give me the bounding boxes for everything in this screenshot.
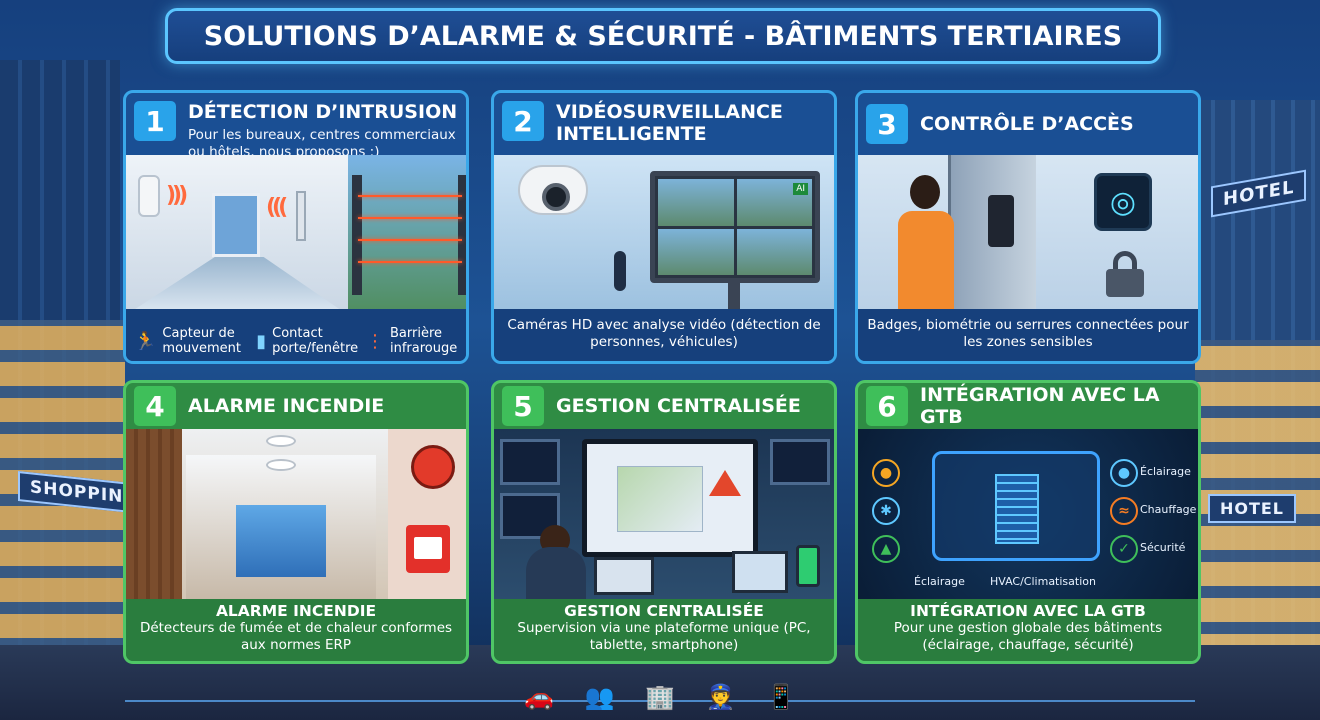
card-fire-alarm: 4 ALARME INCENDIE ALARME INCENDIE Détect… (123, 380, 469, 664)
fire-illustration (126, 429, 466, 599)
snowflake-icon: ✱ (872, 497, 900, 525)
caption-text: Supervision via une plateforme unique (P… (517, 620, 811, 653)
card-video-surveillance: 2 VIDÉOSURVEILLANCE INTELLIGENTE AI Camé… (491, 90, 837, 364)
fingerprint-icon: ◎ (1094, 173, 1152, 231)
person-with-badge (894, 175, 960, 315)
hotel-sign-bottom: HOTEL (1207, 494, 1296, 523)
motion-icon: 🏃 (134, 330, 157, 352)
card-header: 3 CONTRÔLE D’ACCÈS (858, 93, 1198, 155)
ai-badge: AI (793, 183, 808, 195)
signal-waves-icon: ))) (166, 183, 188, 208)
control-room-illustration (494, 429, 834, 599)
card-number: 1 (134, 101, 176, 141)
card-title: ALARME INCENDIE (188, 395, 385, 417)
people-icon: 👥 (584, 683, 615, 711)
sensor-motion: 🏃 Capteur de mouvement (134, 326, 241, 356)
card-header: 4 ALARME INCENDIE (126, 383, 466, 429)
divider-line (125, 700, 1195, 702)
bms-illustration: ● ✱ ▲ ● Éclairage ≈ Chauffage ✓ Sécurité… (858, 429, 1198, 599)
card-number: 3 (866, 104, 908, 144)
bms-dashboard (932, 451, 1100, 561)
lighting-icon: ● (1110, 459, 1138, 487)
car-icon: 🚗 (524, 683, 554, 711)
card-header: 1 DÉTECTION D’INTRUSION Pour les bureaux… (126, 93, 466, 160)
card-bms-integration: 6 INTÉGRATION AVEC LA GTB ● ✱ ▲ ● Éclair… (855, 380, 1201, 664)
card-caption: GESTION CENTRALISÉE Supervision via une … (494, 599, 834, 661)
lightbulb-icon: ● (872, 459, 900, 487)
motion-sensor-icon (138, 175, 160, 217)
alarm-bell-icon (411, 445, 455, 489)
label-hvac: HVAC/Climatisation (990, 575, 1096, 588)
label-heating: Chauffage (1140, 503, 1197, 516)
shield-icon: ✓ (1110, 535, 1138, 563)
door-contact-icon (296, 191, 306, 241)
label-lighting: Éclairage (1140, 465, 1191, 478)
intrusion-illustration: ))) ((( (126, 155, 466, 315)
card-header: 2 VIDÉOSURVEILLANCE INTELLIGENTE (494, 93, 834, 155)
card-title: CONTRÔLE D’ACCÈS (920, 113, 1134, 135)
label-bottom-lighting: Éclairage (914, 575, 965, 588)
building-icon: 🏢 (645, 683, 675, 711)
card-number: 2 (502, 101, 544, 141)
card-caption: INTÉGRATION AVEC LA GTB Pour une gestion… (858, 599, 1198, 661)
devices-icon: 📱 (766, 683, 796, 711)
card-title: DÉTECTION D’INTRUSION (188, 101, 458, 123)
contact-icon: ▮ (256, 330, 267, 352)
sensor-contact: ▮ Contact porte/fenêtre (256, 326, 359, 356)
card-number: 6 (866, 386, 908, 426)
card-header: 6 INTÉGRATION AVEC LA GTB (858, 383, 1198, 429)
sensor-legend: 🏃 Capteur de mouvement ▮ Contact porte/f… (126, 309, 466, 361)
fire-call-point-icon (406, 525, 450, 573)
heat-detector-icon (266, 459, 296, 471)
card-title: GESTION CENTRALISÉE (556, 395, 801, 417)
card-caption: ALARME INCENDIE Détecteurs de fumée et d… (126, 599, 466, 661)
card-caption: Caméras HD avec analyse vidéo (détection… (494, 309, 834, 361)
warning-icon (709, 470, 741, 496)
card-title: INTÉGRATION AVEC LA GTB (920, 384, 1160, 428)
card-central-management: 5 GESTION CENTRALISÉE GESTION CENTRALISÉ… (491, 380, 837, 664)
supervision-screen (582, 439, 758, 557)
building-node-icon: ▲ (872, 535, 900, 563)
building-icon (995, 474, 1039, 544)
caption-title: ALARME INCENDIE (215, 602, 377, 620)
smartphone-icon (796, 545, 820, 587)
bottom-icon-bar: 🚗 👥 🏢 👮 📱 (520, 678, 800, 716)
video-illustration: AI (494, 155, 834, 315)
lobby (186, 455, 376, 599)
sensor-infrared: ⋮ Barrière infrarouge (365, 326, 458, 356)
corridor-scene: ))) ((( (126, 155, 348, 315)
card-caption: Badges, biométrie ou serrures connectées… (858, 309, 1198, 361)
caption-title: GESTION CENTRALISÉE (564, 602, 764, 620)
guard-icon: 👮 (705, 683, 736, 711)
card-number: 4 (134, 386, 176, 426)
laptop-icon (594, 557, 654, 595)
label-security: Sécurité (1140, 541, 1186, 554)
operator (526, 547, 586, 599)
guard-figure (614, 251, 626, 291)
page-title: SOLUTIONS D’ALARME & SÉCURITÉ - BÂTIMENT… (165, 8, 1161, 64)
caption-title: INTÉGRATION AVEC LA GTB (910, 602, 1146, 620)
caption-text: Détecteurs de fumée et de chaleur confor… (139, 620, 453, 653)
padlock-icon (1106, 251, 1144, 297)
infrared-barrier-scene (348, 155, 466, 315)
card-header: 5 GESTION CENTRALISÉE (494, 383, 834, 429)
badge-reader-icon (988, 195, 1014, 247)
caption-text: Pour une gestion globale des bâtiments (… (893, 620, 1163, 653)
card-number: 5 (502, 386, 544, 426)
video-monitor: AI (650, 171, 820, 283)
card-access-control: 3 CONTRÔLE D’ACCÈS ◎ Badges, biométrie o… (855, 90, 1201, 364)
tablet-icon (732, 551, 788, 593)
card-intrusion-detection: 1 DÉTECTION D’INTRUSION Pour les bureaux… (123, 90, 469, 364)
infrared-icon: ⋮ (365, 330, 384, 352)
map-icon (617, 466, 703, 532)
card-title: VIDÉOSURVEILLANCE INTELLIGENTE (556, 101, 783, 145)
access-illustration: ◎ (858, 155, 1198, 315)
smoke-detector-icon (266, 435, 296, 447)
heating-icon: ≈ (1110, 497, 1138, 525)
